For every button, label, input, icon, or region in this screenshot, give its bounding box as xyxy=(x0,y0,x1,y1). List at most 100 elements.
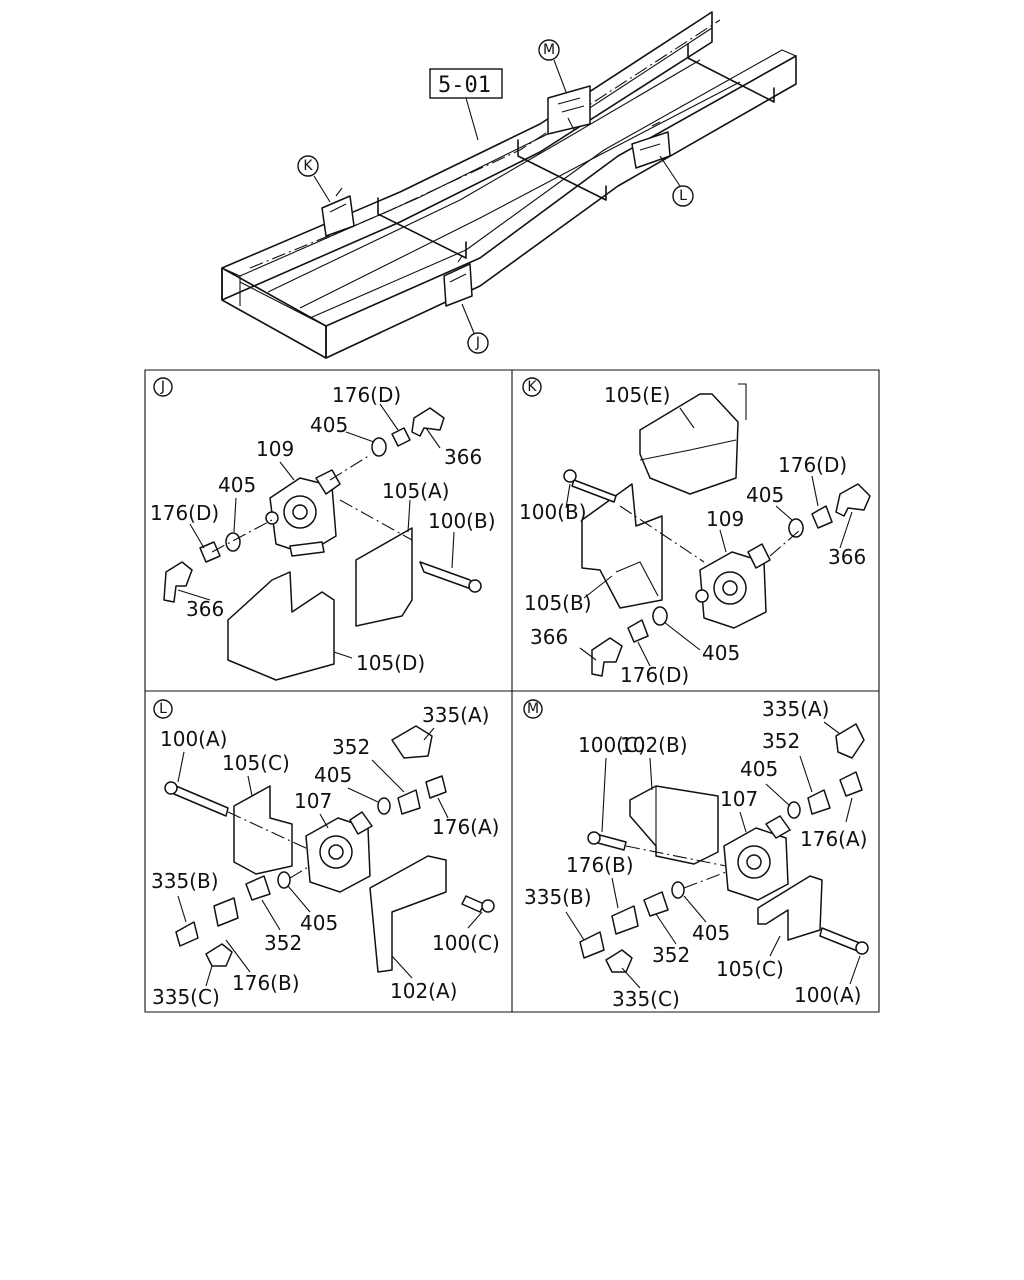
label-176b-l: 176(B) xyxy=(232,971,300,995)
panel-m-letter: M xyxy=(527,701,539,717)
nut-352-top-l xyxy=(397,789,421,815)
nut-352-mid-l xyxy=(245,875,271,901)
valve-109 xyxy=(265,469,341,557)
label-405-mid-l: 405 xyxy=(300,911,338,935)
label-352-mid-m: 352 xyxy=(652,943,690,967)
panel-l: L 100(A) 105(C) 335(A) xyxy=(151,699,500,1009)
label-352-top-l: 352 xyxy=(332,735,370,759)
overview-bracket-m xyxy=(547,85,591,135)
washer-405-mid-m xyxy=(671,881,685,899)
label-405-right: 405 xyxy=(746,483,784,507)
fitting-335a-m xyxy=(835,723,865,759)
label-176d-right: 176(D) xyxy=(778,453,847,477)
fitting-335a-l xyxy=(391,725,433,759)
label-335c-l: 335(C) xyxy=(152,985,220,1009)
overview-bracket-l xyxy=(631,121,671,169)
fitting-335b-l xyxy=(175,921,199,947)
washer-405-bottom xyxy=(652,606,668,626)
label-352-mid-l: 352 xyxy=(264,931,302,955)
label-102a-l: 102(A) xyxy=(390,979,457,1003)
panel-l-letter: L xyxy=(159,701,167,717)
label-102b-m: 102(B) xyxy=(620,733,688,757)
label-366-bottom: 366 xyxy=(186,597,224,621)
svg-text:M: M xyxy=(543,42,555,58)
label-100b-k: 100(B) xyxy=(519,500,587,524)
label-405-top: 405 xyxy=(310,413,348,437)
ref-box-text: 5-01 xyxy=(438,73,491,98)
fitting-176b-m xyxy=(611,905,639,935)
bracket-105a xyxy=(355,527,413,627)
label-405-mid-m: 405 xyxy=(692,921,730,945)
valve-107-l xyxy=(305,811,373,893)
fitting-176a-l xyxy=(425,775,447,799)
nut-352-top-m xyxy=(807,789,831,815)
label-105c-l: 105(C) xyxy=(222,751,290,775)
label-107-l: 107 xyxy=(294,789,332,813)
label-405-top-m: 405 xyxy=(740,757,778,781)
panel-k: K 105(E) 176(D) 405 100(B) 1 xyxy=(519,377,871,687)
elbow-366-right xyxy=(835,483,871,517)
bolt-100b xyxy=(419,561,475,591)
callout-j: J xyxy=(461,303,489,354)
panel-j-letter: J xyxy=(160,379,165,395)
bracket-102b-m xyxy=(629,785,719,865)
fitting-176d-right xyxy=(811,505,833,529)
label-176a-m: 176(A) xyxy=(800,827,867,851)
svg-text:K: K xyxy=(303,158,313,174)
label-176d-left: 176(D) xyxy=(150,501,219,525)
callout-k: K xyxy=(297,155,331,203)
bolt-100a-l xyxy=(173,785,229,817)
svg-text:L: L xyxy=(679,188,687,204)
valve-107-m xyxy=(723,815,791,901)
label-105a: 105(A) xyxy=(382,479,449,503)
label-100a-m: 100(A) xyxy=(794,983,861,1007)
washer-405-left xyxy=(225,532,241,552)
washer-405-right xyxy=(788,518,804,538)
bracket-105c-m xyxy=(757,875,823,941)
label-100a-l: 100(A) xyxy=(160,727,227,751)
bracket-105b xyxy=(581,483,663,609)
label-107-m: 107 xyxy=(720,787,758,811)
label-335b-m: 335(B) xyxy=(524,885,592,909)
fitting-176d-left xyxy=(199,541,221,563)
fitting-335c-m xyxy=(605,949,633,973)
washer-405-top xyxy=(371,437,387,457)
label-366-right: 366 xyxy=(828,545,866,569)
label-335a-l: 335(A) xyxy=(422,703,489,727)
fitting-176d-bottom xyxy=(627,619,649,643)
label-109-k: 109 xyxy=(706,507,744,531)
fitting-335c-l xyxy=(205,943,233,967)
label-176a-l: 176(A) xyxy=(432,815,499,839)
label-405-bottom: 405 xyxy=(702,641,740,665)
label-100c-m: 100(C) xyxy=(578,733,646,757)
elbow-366-top xyxy=(411,407,445,437)
label-405-top-l: 405 xyxy=(314,763,352,787)
elbow-366-left xyxy=(591,637,623,677)
label-105e: 105(E) xyxy=(604,383,670,407)
bolt-100b-k xyxy=(571,479,617,503)
label-335c-m: 335(C) xyxy=(612,987,680,1011)
label-176b-m: 176(B) xyxy=(566,853,634,877)
callout-l: L xyxy=(659,155,694,207)
overview-bracket-k xyxy=(321,187,355,237)
fitting-176d-top xyxy=(391,427,411,447)
panel-k-letter: K xyxy=(527,379,537,395)
bracket-105e xyxy=(639,393,739,495)
label-176d-bottom: 176(D) xyxy=(620,663,689,687)
fitting-335b-m xyxy=(579,931,605,959)
panel-j: J 176(D) 405 3 xyxy=(150,377,496,681)
bracket-105c-l xyxy=(233,785,293,875)
fitting-176a-m xyxy=(839,771,863,797)
ref-leader xyxy=(465,97,479,141)
chassis-frame xyxy=(221,11,797,359)
overview-bracket-j xyxy=(443,255,473,307)
svg-text:J: J xyxy=(475,335,480,351)
label-105c-m: 105(C) xyxy=(716,957,784,981)
washer-405-top-l xyxy=(377,797,391,815)
label-100c-l: 100(C) xyxy=(432,931,500,955)
label-105d: 105(D) xyxy=(356,651,425,675)
label-176d-top: 176(D) xyxy=(332,383,401,407)
washer-405-top-m xyxy=(787,801,801,819)
panel-m: M 100(C) 102(B) 33 xyxy=(523,697,869,1011)
